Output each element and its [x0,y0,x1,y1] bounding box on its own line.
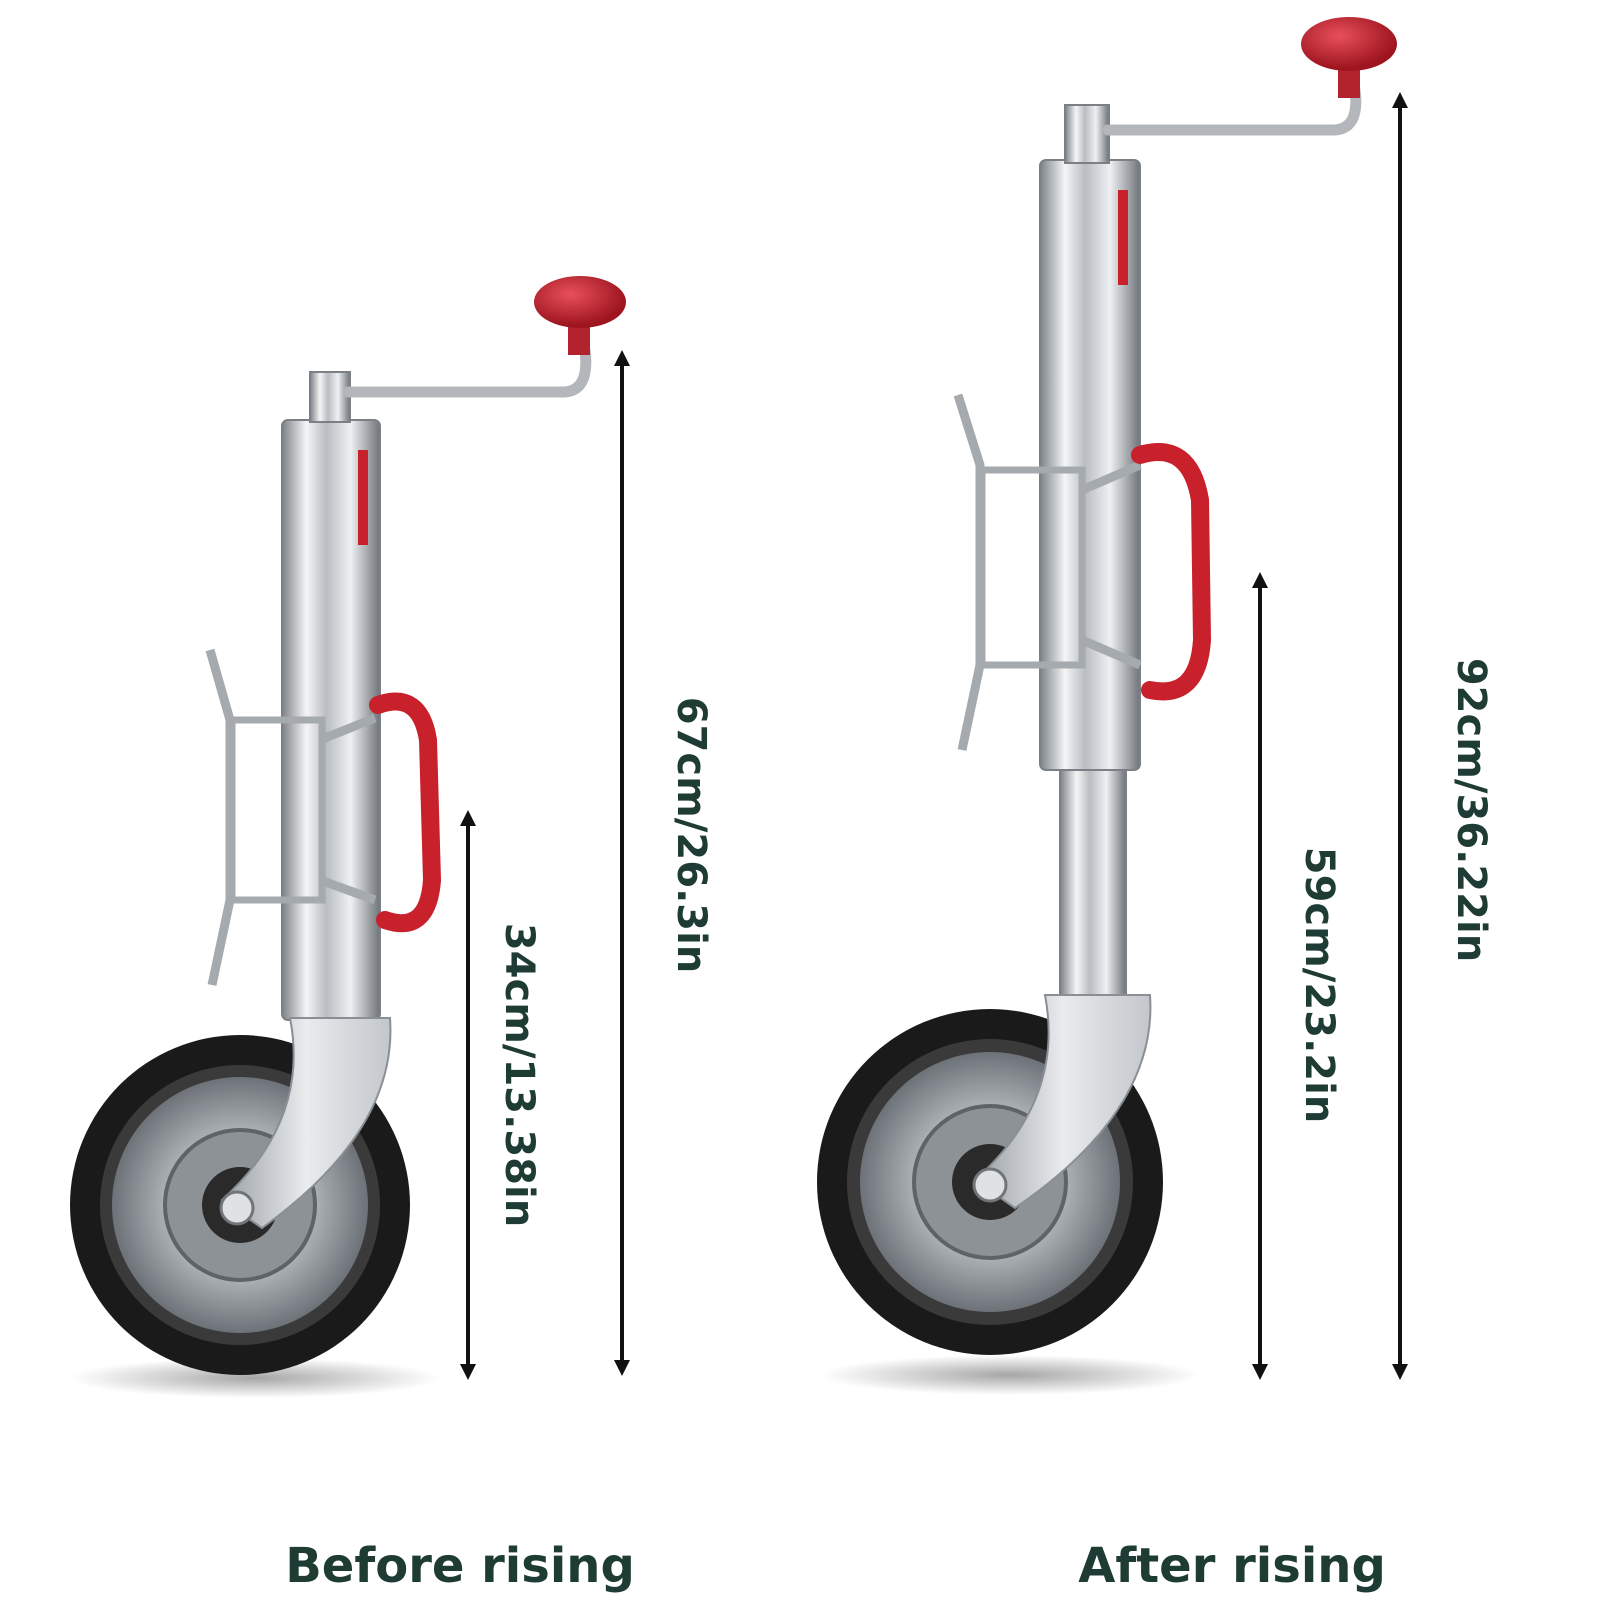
side-handle [369,692,442,933]
dimension-label-before-wheel: 34cm/13.38in [496,923,542,1227]
wheel-fork [973,994,1152,1210]
ground-shadow [820,1355,1200,1395]
ground-shadow [70,1358,440,1398]
side-handle [1131,443,1212,701]
crank-knob [1301,17,1397,71]
inner-tube [1059,759,1127,1011]
jack-before [70,276,626,1398]
caption-after-rising: After rising [1078,1538,1386,1594]
dimension-label-after-total: 92cm/36.22in [1448,658,1494,962]
jack-after [817,17,1397,1395]
clamp-bracket [205,648,377,986]
crank-handle [342,344,592,398]
wheel-fork [220,1017,392,1230]
dimension-label-after-wheel: 59cm/23.2in [1296,847,1342,1124]
crank-handle [1102,84,1362,136]
caption-before-rising: Before rising [285,1538,635,1594]
crank-knob [534,276,626,328]
dimension-label-before-total: 67cm/26.3in [668,697,714,974]
clamp-bracket [953,393,1142,751]
